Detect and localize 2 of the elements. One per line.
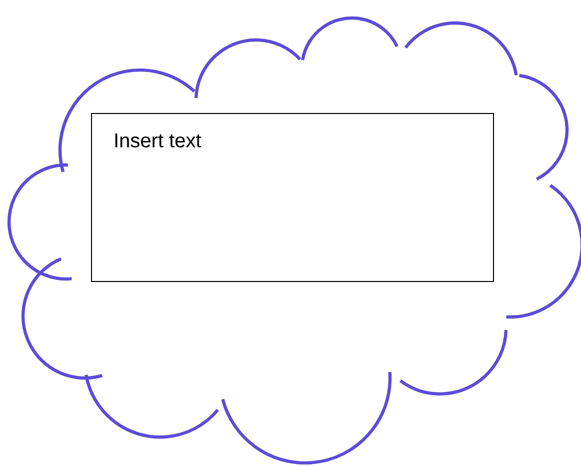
cloud-drawing — [7, 16, 581, 464]
text-box: Insert text — [91, 113, 494, 282]
